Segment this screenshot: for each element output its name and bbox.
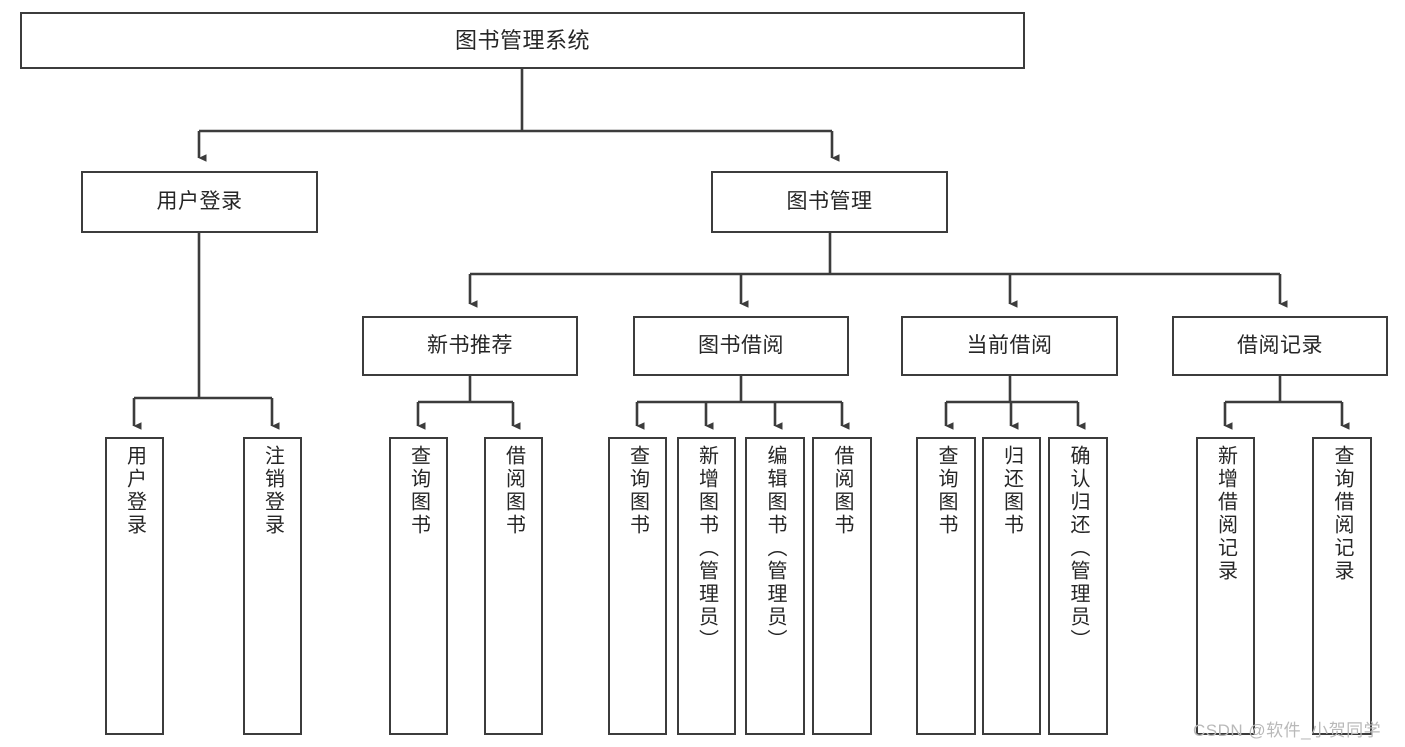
node-label: 用户登录 bbox=[123, 445, 146, 537]
node-new-book-recommend[interactable]: 新书推荐 bbox=[362, 316, 578, 376]
node-label: 新增图书（管理员） bbox=[695, 445, 718, 652]
node-leaf-borrow-book-1[interactable]: 借阅图书 bbox=[484, 437, 543, 735]
node-label: 查询图书 bbox=[407, 445, 430, 537]
node-leaf-borrow-book-2[interactable]: 借阅图书 bbox=[812, 437, 872, 735]
node-label: 用户登录 bbox=[156, 189, 243, 213]
node-leaf-query-book-3[interactable]: 查询图书 bbox=[916, 437, 976, 735]
node-label: 借阅图书 bbox=[502, 445, 525, 537]
node-leaf-return-book[interactable]: 归还图书 bbox=[982, 437, 1041, 735]
node-label: 查询图书 bbox=[626, 445, 649, 537]
node-leaf-add-borrow-record[interactable]: 新增借阅记录 bbox=[1196, 437, 1255, 735]
node-leaf-query-borrow-record[interactable]: 查询借阅记录 bbox=[1312, 437, 1372, 735]
node-label: 当前借阅 bbox=[966, 333, 1053, 357]
node-label: 编辑图书（管理员） bbox=[764, 445, 786, 652]
node-root-system[interactable]: 图书管理系统 bbox=[20, 12, 1025, 69]
node-book-borrow[interactable]: 图书借阅 bbox=[633, 316, 849, 376]
node-leaf-edit-book[interactable]: 编辑图书（管理员） bbox=[745, 437, 805, 735]
node-borrow-record[interactable]: 借阅记录 bbox=[1172, 316, 1388, 376]
node-label: 图书管理 bbox=[786, 189, 873, 213]
node-leaf-user-login[interactable]: 用户登录 bbox=[105, 437, 164, 735]
node-label: 查询借阅记录 bbox=[1331, 445, 1353, 583]
node-book-management[interactable]: 图书管理 bbox=[711, 171, 948, 233]
node-label: 新增借阅记录 bbox=[1214, 445, 1237, 583]
node-label: 注销登录 bbox=[261, 445, 284, 537]
node-label: 借阅记录 bbox=[1237, 333, 1323, 357]
node-label: 归还图书 bbox=[1000, 445, 1023, 537]
node-label: 图书借阅 bbox=[698, 333, 784, 357]
node-leaf-add-book[interactable]: 新增图书（管理员） bbox=[677, 437, 736, 735]
node-label: 图书管理系统 bbox=[454, 27, 590, 53]
node-leaf-query-book-1[interactable]: 查询图书 bbox=[389, 437, 448, 735]
node-label: 新书推荐 bbox=[427, 333, 513, 357]
node-label: 查询图书 bbox=[935, 445, 957, 537]
node-leaf-confirm-return[interactable]: 确认归还（管理员） bbox=[1048, 437, 1108, 735]
node-label: 借阅图书 bbox=[831, 445, 853, 537]
node-label: 确认归还（管理员） bbox=[1067, 445, 1089, 652]
csdn-watermark: CSDN @软件_小贺同学 bbox=[1193, 721, 1382, 740]
node-user-login[interactable]: 用户登录 bbox=[81, 171, 318, 233]
node-current-borrow[interactable]: 当前借阅 bbox=[901, 316, 1118, 376]
node-leaf-logout-login[interactable]: 注销登录 bbox=[243, 437, 302, 735]
node-leaf-query-book-2[interactable]: 查询图书 bbox=[608, 437, 667, 735]
